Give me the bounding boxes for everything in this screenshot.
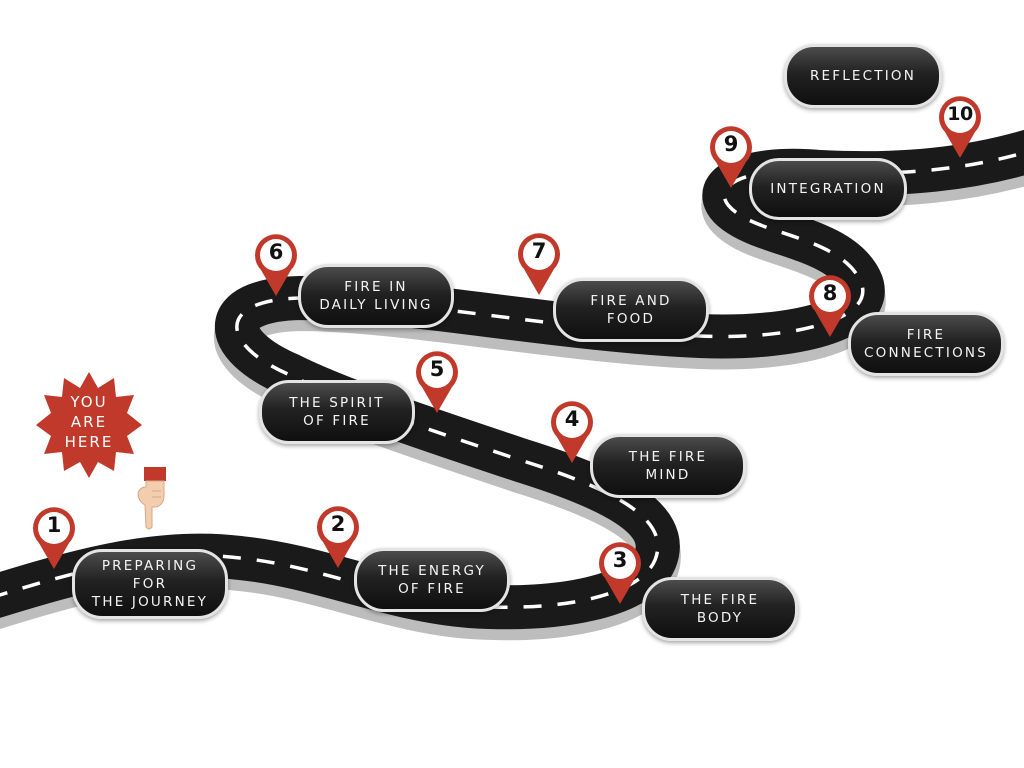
pin-8-number: 8 <box>822 281 838 305</box>
pointing-hand-icon <box>137 467 166 530</box>
pin-7-icon: 7 <box>515 231 563 297</box>
pin-9-number: 9 <box>723 132 739 156</box>
road-center-line <box>0 150 1024 609</box>
you-are-here-text: YOU ARE HERE <box>64 393 114 451</box>
pin-2-icon: 2 <box>314 504 362 570</box>
stop-6-label: FIRE IN DAILY LIVING <box>298 264 454 328</box>
you-are-here-badge <box>36 372 142 478</box>
pin-8-icon: 8 <box>806 273 854 339</box>
pin-1-icon: 1 <box>30 505 78 571</box>
pin-6-number: 6 <box>268 240 284 264</box>
pin-2-number: 2 <box>330 512 346 536</box>
stop-1-label: PREPARING FOR THE JOURNEY <box>72 549 228 619</box>
pin-3-number: 3 <box>612 548 628 572</box>
pin-10-icon: 10 <box>936 94 984 160</box>
pin-5-icon: 5 <box>413 349 461 415</box>
pin-1-number: 1 <box>46 513 62 537</box>
pin-9-icon: 9 <box>707 124 755 190</box>
stop-10-label: REFLECTION <box>784 44 942 108</box>
pin-7-number: 7 <box>531 239 547 263</box>
starburst-shape <box>36 372 142 478</box>
pin-10-number: 10 <box>947 103 973 125</box>
stop-8-label: FIRE CONNECTIONS <box>848 312 1004 376</box>
stop-2-label: THE ENERGY OF FIRE <box>354 548 510 612</box>
stop-9-label: INTEGRATION <box>749 158 907 220</box>
pin-4-number: 4 <box>564 407 580 431</box>
stop-5-label: THE SPIRIT OF FIRE <box>259 380 415 444</box>
pin-5-number: 5 <box>429 357 445 381</box>
stop-4-label: THE FIRE MIND <box>590 434 746 498</box>
pin-6-icon: 6 <box>252 232 300 298</box>
stop-7-label: FIRE AND FOOD <box>553 278 709 342</box>
pin-4-icon: 4 <box>548 399 596 465</box>
stop-3-label: THE FIRE BODY <box>642 577 798 641</box>
pin-3-icon: 3 <box>596 540 644 606</box>
